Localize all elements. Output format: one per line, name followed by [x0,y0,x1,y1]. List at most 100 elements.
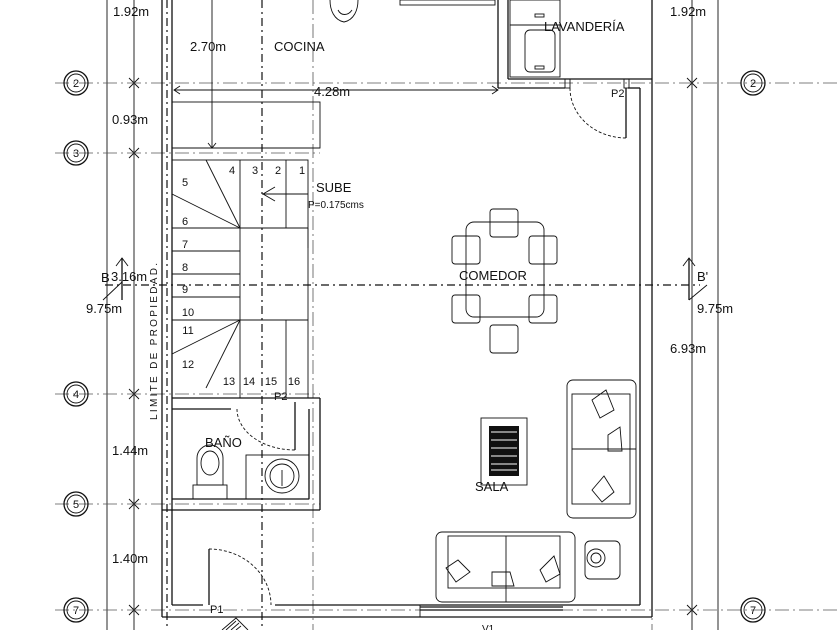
plan-stroke [337,9,353,15]
laundry-appliances [399,0,561,78]
plan-stroke [171,193,241,229]
plan-stroke [445,555,561,587]
plan-label: 9 [182,284,188,296]
plan-label: 4 [73,389,79,401]
plan-stroke [200,450,220,476]
door-label-laundry: P2 [611,88,624,100]
section-end-label: B' [697,269,708,284]
plan-stroke [264,458,300,494]
plan-label: 5 [182,177,188,189]
grid-bubble-2-right: 2 [740,70,766,96]
plan-stroke [591,389,623,503]
plan-stroke [208,548,272,606]
plan-label: 9.75m [697,301,733,316]
plan-stroke [447,535,561,589]
plan-stroke [451,235,481,265]
plan-label: 0.93m [112,112,148,127]
plan-label: 11 [182,325,193,337]
plan-stroke [262,186,276,202]
plan-stroke [63,597,89,623]
room-comedor: COMEDOR [459,268,527,283]
plan-stroke [743,73,763,93]
plan-stroke [740,70,766,96]
plan-label: 3 [252,165,258,177]
plan-label: 2 [275,165,281,177]
plan-stroke [196,444,224,486]
plan-stroke [329,0,359,23]
grid-bubble-7-left: 7 [63,597,89,623]
plan-stroke [590,552,602,564]
plan-stroke [465,221,545,318]
grid-bubble-7-right: 7 [740,597,766,623]
grid-bubble-2-left: 2 [63,70,89,96]
plan-stroke [743,600,763,620]
plan-stroke [480,417,528,486]
kitchen-faucet [329,0,359,23]
plan-label: V1 [482,624,495,630]
grid-bubble-3-left: 3 [63,140,89,166]
plan-stroke [528,235,558,265]
plan-stroke [623,78,630,89]
room-cocina: COCINA [274,39,325,54]
property-limit-label: LIMITE DE PROPIEDAD. [149,261,160,420]
plan-label: 7 [182,239,188,251]
plan-label: 13 [223,376,235,388]
plan-label: 1.92m [113,4,149,19]
plan-stroke [102,257,129,301]
plan-stroke [534,13,545,18]
plan-stroke [534,65,545,70]
doors: P2 P2 P1 [208,87,627,616]
plan-label: 10 [182,307,194,319]
room-sala: SALA [475,479,509,494]
plan-label: 15 [265,376,277,388]
plan-stroke [66,384,86,404]
plan-stroke [584,540,621,580]
plan-label: 6 [182,216,188,228]
section-line-b: B B' [101,257,708,301]
plan-label: 1.40m [112,551,148,566]
plan-stroke [63,491,89,517]
walls [161,0,653,630]
plan-stroke [236,408,296,451]
plan-stroke [192,484,228,500]
door-label-entry: P1 [210,604,223,616]
plan-label: 4 [229,165,235,177]
plan-stroke [269,463,295,489]
section-start-label: B [101,270,110,285]
plan-label: 5 [73,499,79,511]
plan-stroke [205,159,241,229]
plan-stroke [451,294,481,324]
plan-stroke [63,140,89,166]
plan-stroke [205,319,241,389]
window-v1: V1 [419,605,563,630]
plan-stroke [524,29,556,73]
plan-label: 1.92m [670,4,706,19]
grid-bubble-5-left: 5 [63,491,89,517]
door-label-bath: P2 [274,391,287,403]
room-bano: BAÑO [205,435,242,450]
plan-stroke [435,531,576,603]
plan-stroke [66,73,86,93]
plan-stroke [221,617,249,630]
plan-stroke [569,87,627,139]
plan-label: 1.44m [112,443,148,458]
plan-stroke [66,600,86,620]
plan-stroke [682,257,708,301]
dimension-labels: 1.92m 1.92m 2.70m 4.28m 0.93m 3.16m 9.75… [86,4,733,566]
plan-stroke [509,24,561,78]
plan-label: 6.93m [670,341,706,356]
plan-label: 7 [73,605,79,617]
grid-bubble-4-left: 4 [63,381,89,407]
dining-table [451,208,558,354]
plan-stroke [171,101,321,149]
plan-stroke [173,85,499,95]
plan-stroke [491,431,517,471]
plan-stroke [489,324,519,354]
plan-label: 2 [73,78,79,90]
plan-stroke [128,77,698,616]
plan-stroke [207,142,217,149]
bathroom-fixtures [192,444,310,500]
room-labels: COCINA LAVANDERÍA COMEDOR BAÑO SALA [205,19,625,494]
plan-label: 14 [243,376,255,388]
plan-label: 12 [182,359,194,371]
